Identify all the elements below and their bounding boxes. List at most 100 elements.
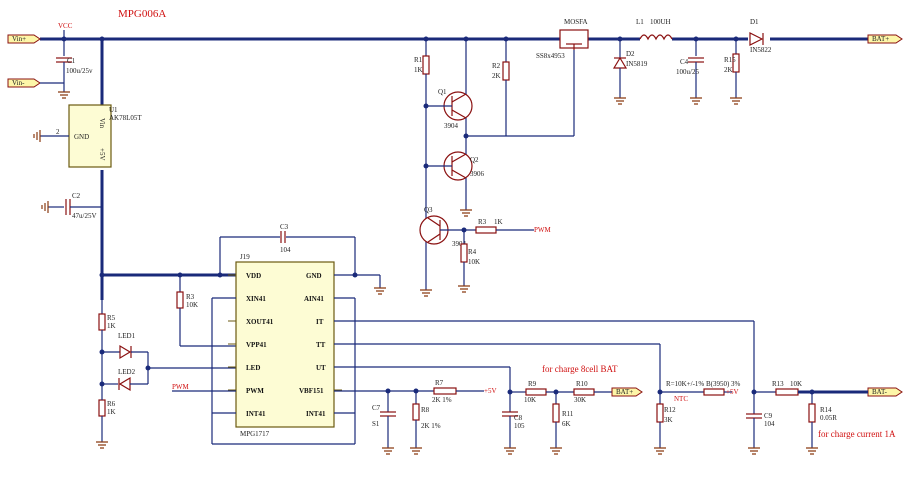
port-vin-plus-label: Vin+: [12, 35, 26, 43]
diode-d2: D2 IN5819: [612, 39, 648, 105]
port-vin-minus: Vin-: [7, 78, 64, 88]
l1-ref: L1: [636, 18, 644, 26]
ntc-label: NTC: [674, 395, 688, 403]
regulator-u1: U1 AK78L05T GND 2 Vin +5V: [33, 104, 142, 168]
r6-value: 1K: [107, 408, 116, 416]
port-bat-minus-label: BAT-: [872, 388, 888, 396]
u1-vin-pin: Vin: [98, 118, 106, 129]
r2-ref: R2: [492, 62, 501, 70]
pwm-input: PWM: [172, 383, 236, 392]
j19-pin-int41-r: INT41: [306, 410, 326, 418]
divider-chain: C8 105 R9 10K R10 30K BAT+ R11 6K: [502, 380, 643, 455]
c4-ref: C4: [680, 58, 689, 66]
main-power-rail: [40, 37, 868, 300]
ut-line: [334, 366, 511, 392]
junctions: [61, 36, 815, 395]
q2-value: 3906: [470, 170, 485, 178]
j19-pin-led: LED: [246, 364, 260, 372]
r12-value: 3K: [664, 416, 673, 424]
q1-value: 3904: [444, 122, 459, 130]
resistor-r3-bias: R3 10K: [176, 275, 236, 347]
pwm-out-label: PWM: [534, 226, 552, 234]
r6-ref: R6: [107, 400, 116, 408]
transistor-q1: Q1 3904: [426, 39, 473, 136]
q2-ref: Q2: [470, 156, 479, 164]
port-vin-minus-label: Vin-: [12, 79, 25, 87]
resistor-r3-base: R3 1K PWM R4 10K: [458, 218, 552, 293]
c2-value: 47u/25V: [72, 212, 97, 220]
port-bat-plus-out: BAT+: [867, 34, 903, 44]
j19-pin-xout41: XOUT41: [246, 318, 274, 326]
u1-pin-2: 2: [56, 128, 60, 136]
c9-ref: C9: [764, 412, 773, 420]
r3-ref: R3: [478, 218, 487, 226]
c3-ref: C3: [280, 223, 289, 231]
d1-ref: D1: [750, 18, 759, 26]
ic-left-loop: [211, 297, 356, 445]
r4-value: 10K: [468, 258, 480, 266]
q1-ref: Q1: [438, 88, 447, 96]
port-vin-plus: Vin+: [7, 34, 41, 44]
r8-ref: R8: [421, 406, 430, 414]
annotation-charge-current: for charge current 1A: [818, 429, 896, 439]
d1-value: IN5822: [750, 46, 772, 54]
resistor-r1: R1 1K: [414, 39, 432, 297]
c8-value: 105: [514, 422, 525, 430]
r8-value: 2K 1%: [421, 422, 441, 430]
r14-ref: R14: [820, 406, 832, 414]
capacitor-c1: C1 100u/25v: [56, 39, 93, 99]
r13-value: 10K: [790, 380, 802, 388]
led-2: LED2: [102, 367, 236, 392]
vcc-label: VCC: [58, 22, 73, 30]
capacitor-c2: C2 47u/25V: [41, 192, 102, 220]
j19-ref: J19: [240, 253, 250, 261]
mosfet-ref: MOSFA: [564, 18, 588, 26]
capacitor-c4: C4 100u/25: [676, 39, 704, 105]
c4-value: 100u/25: [676, 68, 699, 76]
port-bat-minus-out: BAT-: [867, 387, 903, 397]
c9-value: 104: [764, 420, 775, 428]
transistor-q2: Q2 3906: [426, 136, 485, 217]
r4-ref: R4: [468, 248, 477, 256]
q3-value: 3904: [452, 240, 467, 248]
c7-value: S1: [372, 420, 380, 428]
r11-ref: R11: [562, 410, 574, 418]
schematic-title: MPG006A: [118, 8, 166, 20]
current-sense: R13 10K C9 104 R14 0.05R: [746, 380, 868, 455]
j19-name: MPG1717: [240, 430, 270, 438]
tt-line: [334, 343, 661, 392]
r10-value: 30K: [574, 396, 586, 404]
capacitor-c3: C3 104: [219, 223, 356, 275]
r3b-value: 10K: [186, 301, 198, 309]
c8-ref: C8: [514, 414, 523, 422]
r1-ref: R1: [414, 56, 423, 64]
r1-value: 1K: [414, 66, 423, 74]
d2-value: IN5819: [626, 60, 648, 68]
port-bat-mid-label: BAT+: [616, 388, 633, 396]
j19-pin-xin41: XIN41: [246, 295, 266, 303]
resistor-r2: R2 2K: [492, 39, 510, 136]
diode-d1: D1 IN5822: [749, 18, 772, 54]
annotation-charge-bat: for charge 8cell BAT: [542, 364, 618, 374]
base-link: [466, 50, 575, 137]
c2-ref: C2: [72, 192, 81, 200]
q3-ref: Q3: [424, 206, 433, 214]
r14-value: 0.05R: [820, 414, 837, 422]
plus5-label-b: +5V: [726, 388, 739, 396]
mosfet: MOSFA SS8x4953: [536, 18, 589, 60]
led1-ref: LED1: [118, 332, 136, 340]
r15-ref: R15: [724, 56, 736, 64]
r5-ref: R5: [107, 314, 116, 322]
resistor-r15: R15 2K: [724, 39, 742, 105]
r7-ref: R7: [435, 379, 444, 387]
r9-ref: R9: [528, 380, 537, 388]
j19-pin-vpp41: VPP41: [246, 341, 267, 349]
ic-j19: J19 MPG1717 VDD XIN41 XOUT41 VPP41 LED P…: [228, 253, 342, 438]
j19-right-pins: GND AIN41 IT TT UT VBF151 INT41: [299, 272, 326, 418]
c1-value: 100u/25v: [66, 67, 93, 75]
l1-value: 100UH: [650, 18, 671, 26]
j19-pin-pwm: PWM: [246, 387, 264, 395]
u1-gnd-pin: GND: [74, 133, 89, 141]
u1-out-pin: +5V: [98, 148, 106, 161]
r13-ref: R13: [772, 380, 784, 388]
